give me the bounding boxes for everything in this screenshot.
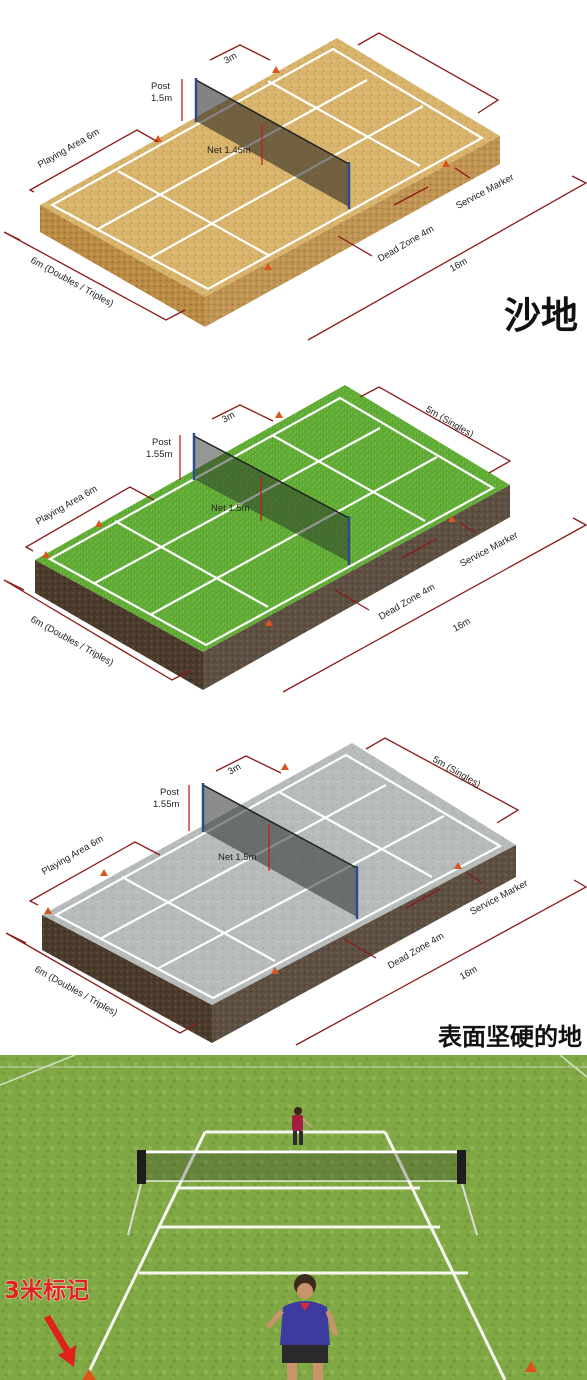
three-meter-annotation: 3米标记 bbox=[4, 1278, 89, 1367]
surface-caption: 沙地 bbox=[504, 294, 578, 337]
grass-court-panel: Post 1.55m Net 1.5m 3m 5m (Singles) Play… bbox=[0, 345, 587, 705]
dimension-lines bbox=[5, 737, 587, 1046]
playing-area-label: Playing Area 6m bbox=[34, 483, 99, 527]
court-block bbox=[35, 385, 510, 690]
net-post-right bbox=[457, 1150, 466, 1184]
court-lines bbox=[47, 396, 496, 647]
court-lines bbox=[49, 47, 485, 291]
court-lines bbox=[53, 753, 503, 1000]
net-post-left bbox=[137, 1150, 146, 1184]
length-label: 16m bbox=[451, 616, 473, 635]
net-height: Net 1.5m bbox=[211, 503, 250, 514]
net bbox=[201, 783, 359, 919]
net-height: Net 1.45m bbox=[207, 145, 251, 156]
service-markers bbox=[42, 411, 456, 626]
singles-width-label: 5m (Singles) bbox=[424, 404, 476, 440]
net-height: Net 1.5m bbox=[218, 852, 257, 863]
cone-right bbox=[525, 1361, 537, 1372]
cone-left bbox=[82, 1369, 96, 1380]
playing-area-label: Playing Area 6m bbox=[36, 126, 101, 170]
post-height: 1.5m bbox=[151, 93, 172, 104]
length-label: 16m bbox=[458, 964, 480, 983]
near-player bbox=[266, 1274, 339, 1380]
net bbox=[194, 78, 351, 209]
service-markers bbox=[44, 763, 462, 974]
sand-court-panel: Post 1.5m Net 1.45m 3m Playing Area 6m S… bbox=[0, 0, 587, 345]
annotation-label: 3米标记 bbox=[4, 1278, 89, 1304]
dimension-lines bbox=[3, 386, 587, 693]
dimension-lines bbox=[3, 32, 587, 341]
singles-width-label: 5m (Singles) bbox=[431, 754, 483, 790]
background-field-lines bbox=[0, 1055, 587, 1086]
post-height: 1.55m bbox=[146, 449, 172, 460]
post-label: Post bbox=[152, 437, 171, 448]
end-width-label: 3m bbox=[220, 409, 237, 425]
court-block bbox=[42, 743, 516, 1043]
net bbox=[127, 1150, 478, 1236]
post-label: Post bbox=[151, 81, 170, 92]
net bbox=[192, 433, 351, 565]
hard-court-panel: Post 1.55m Net 1.5m 3m 5m (Singles) Play… bbox=[0, 705, 587, 1055]
annotation-arrow bbox=[44, 1315, 76, 1367]
far-player bbox=[292, 1107, 313, 1145]
post-height: 1.55m bbox=[153, 799, 179, 810]
dead-zone-label: Dead Zone 4m bbox=[377, 582, 437, 623]
marker-cones bbox=[82, 1361, 537, 1380]
dead-zone-label: Dead Zone 4m bbox=[376, 224, 436, 265]
court-block bbox=[40, 38, 500, 327]
surface-caption: 表面坚硬的地 bbox=[438, 1023, 582, 1051]
playing-area-label: Playing Area 6m bbox=[40, 833, 105, 877]
post-label: Post bbox=[160, 787, 179, 798]
field-photo-panel: 3米标记 bbox=[0, 1055, 587, 1380]
end-width-label: 3m bbox=[226, 761, 243, 777]
